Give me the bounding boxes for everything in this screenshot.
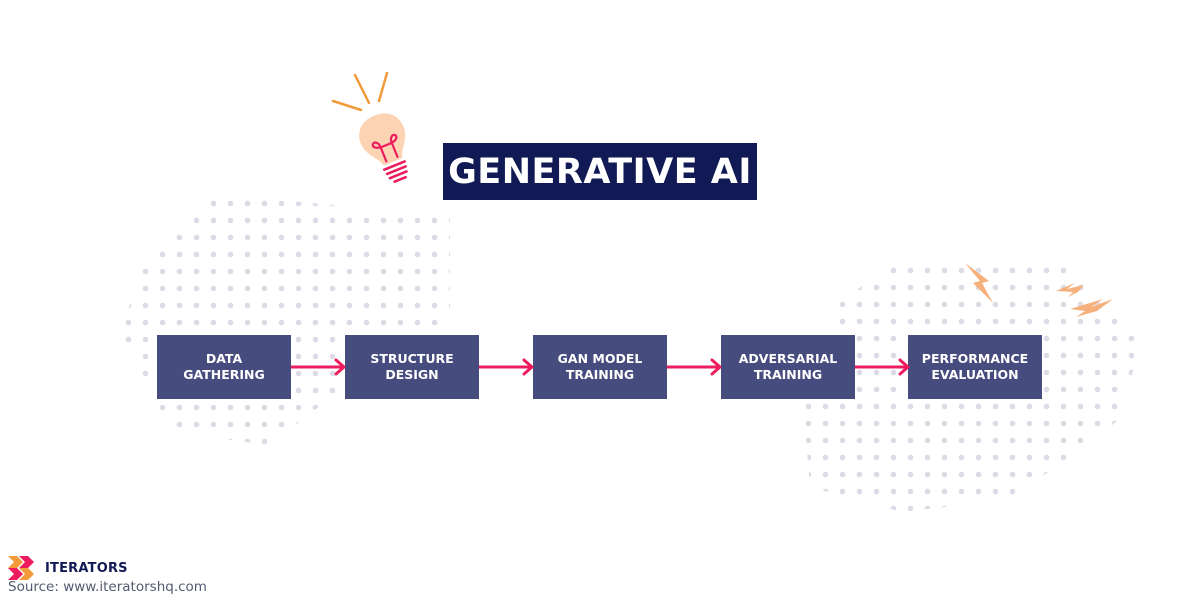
step-structure-design: STRUCTURE DESIGN bbox=[345, 335, 479, 399]
diagram-title: GENERATIVE AI bbox=[443, 143, 757, 200]
arrow-right-icon bbox=[855, 358, 910, 376]
step-gan-model-training: GAN MODEL TRAINING bbox=[533, 335, 667, 399]
step-adversarial-training: ADVERSARIAL TRAINING bbox=[721, 335, 855, 399]
iterators-logo-icon bbox=[8, 556, 34, 580]
step-data-gathering: DATA GATHERING bbox=[157, 335, 291, 399]
brand-logo: ITERATORS bbox=[8, 556, 128, 580]
arrow-right-icon bbox=[291, 358, 346, 376]
arrow-right-icon bbox=[479, 358, 534, 376]
dot-pattern-left bbox=[120, 195, 450, 445]
source-credit: Source: www.iteratorshq.com bbox=[8, 579, 207, 595]
step-performance-evaluation: PERFORMANCE EVALUATION bbox=[908, 335, 1042, 399]
brand-name: ITERATORS bbox=[45, 560, 128, 576]
lightning-bolt-icon bbox=[965, 263, 1113, 317]
lightbulb-icon bbox=[331, 71, 408, 183]
arrow-right-icon bbox=[667, 358, 722, 376]
